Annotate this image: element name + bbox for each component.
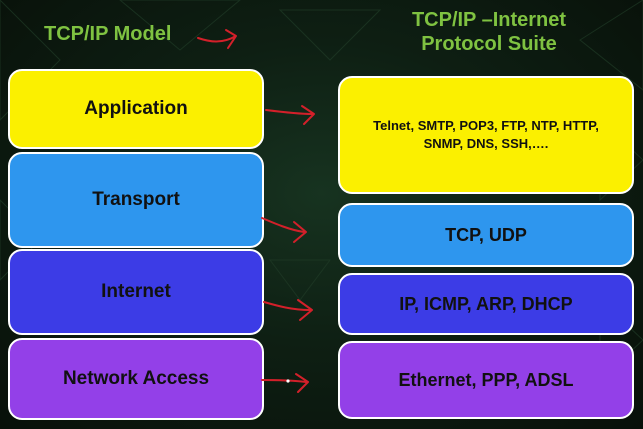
layer-application: Application	[8, 69, 264, 149]
suite-title: TCP/IP –Internet Protocol Suite	[411, 9, 567, 55]
protocols-internet: IP, ICMP, ARP, DHCP	[338, 273, 634, 335]
model-title: TCP/IP Model	[44, 23, 172, 45]
protocols-transport: TCP, UDP	[338, 203, 634, 267]
protocols-application: Telnet, SMTP, POP3, FTP, NTP, HTTP, SNMP…	[338, 76, 634, 194]
protocols-network-access: Ethernet, PPP, ADSL	[338, 341, 634, 419]
layer-internet: Internet	[8, 249, 264, 335]
layer-network-access: Network Access	[8, 338, 264, 420]
protocols-application-text: Telnet, SMTP, POP3, FTP, NTP, HTTP, SNMP…	[373, 118, 599, 151]
layer-transport: Transport	[8, 152, 264, 248]
